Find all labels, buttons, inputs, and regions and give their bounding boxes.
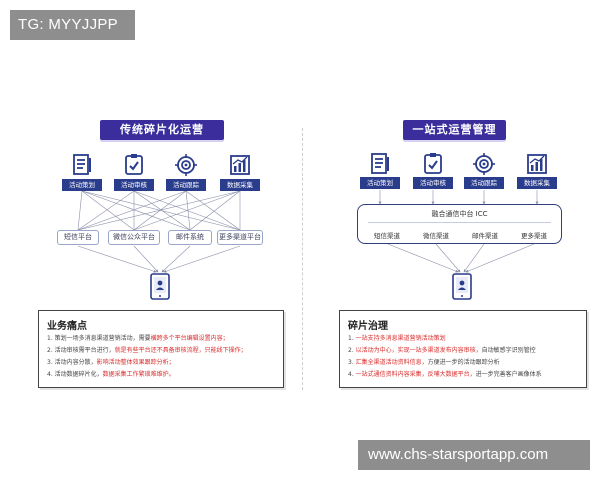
icc-hub-divider (368, 222, 551, 223)
stage-review-left: 活动审核 (114, 179, 154, 191)
document-list-icon (73, 154, 91, 175)
fragment-governance-panel: 碎片治理 1. 一站支持多消息渠道营销活动策划 2. 以活动为中心，实现一站多渠… (339, 310, 587, 388)
hub-channel-sms: 短信渠道 (374, 232, 400, 240)
stage-data-right: 数据采集 (517, 177, 557, 189)
stage-plan-right: 活动策划 (360, 177, 400, 189)
icc-hub-title: 融合通信中台 ICC (431, 210, 488, 218)
governance-point-1: 1. 一站支持多消息渠道营销活动策划 (348, 335, 446, 342)
channel-email-system: 邮件系统 (168, 230, 212, 245)
one-stop-title-banner: 一站式运营管理 (403, 120, 506, 140)
governance-point-4: 4. 一站式通信资料内容采集，反哺大数据平台，进一步完善客户画像体系 (348, 371, 542, 378)
governance-point-3: 3. 汇集全渠道活动资料信息，方便进一步的活动跟踪分析 (348, 359, 500, 366)
channel-wechat-platform: 微信公众平台 (108, 230, 160, 245)
section-divider (302, 128, 303, 390)
target-icon (175, 154, 197, 176)
hub-channel-wechat: 微信渠道 (423, 232, 449, 240)
governance-point-2: 2. 以活动为中心，实现一站多渠道发布内容审核，自动敏感字识别管控 (348, 347, 536, 354)
stage-data-left: 数据采集 (220, 179, 260, 191)
hub-channel-more: 更多渠道 (521, 232, 547, 240)
pain-points-panel: 业务痛点 1. 策划一场多消息渠道营销活动，需要横跨多个平台编辑设置内容； 2.… (38, 310, 284, 388)
channel-more-platforms: 更多渠道平台 (217, 230, 263, 245)
bar-chart-icon (230, 155, 250, 175)
icc-hub: 融合通信中台 ICC 短信渠道 微信渠道 邮件渠道 更多渠道 (357, 204, 562, 244)
watermark-top-left: TG: MYYJJPP (10, 10, 135, 40)
checklist-icon (424, 153, 442, 174)
fragment-governance-title: 碎片治理 (348, 321, 388, 332)
phone-user-icon (150, 273, 170, 300)
watermark-bottom-right: www.chs-starsportapp.com (358, 440, 590, 470)
traditional-title-banner: 传统碎片化运营 (100, 120, 224, 140)
stage-review-right: 活动审核 (413, 177, 453, 189)
target-icon (473, 153, 495, 175)
checklist-icon (125, 154, 143, 175)
stage-track-right: 活动跟踪 (464, 177, 504, 189)
phone-user-icon (452, 273, 472, 300)
pain-point-4: 4. 活动数据碎片化，数据采集工作繁琐难维护。 (47, 371, 175, 378)
stage-track-left: 活动跟踪 (166, 179, 206, 191)
pain-points-title: 业务痛点 (47, 321, 87, 332)
hub-channel-email: 邮件渠道 (472, 232, 498, 240)
pain-point-2: 2. 活动审核需平台进行，就是有些平台还不具备审核流程，只能线下操作； (47, 347, 247, 354)
bar-chart-icon (527, 154, 547, 174)
document-list-icon (371, 153, 389, 174)
pain-point-1: 1. 策划一场多消息渠道营销活动，需要横跨多个平台编辑设置内容； (47, 335, 229, 342)
pain-point-3: 3. 活动内容分散，影响活动整体效果跟踪分析； (47, 359, 175, 366)
stage-plan-left: 活动策划 (62, 179, 102, 191)
channel-sms-platform: 短信平台 (57, 230, 99, 245)
